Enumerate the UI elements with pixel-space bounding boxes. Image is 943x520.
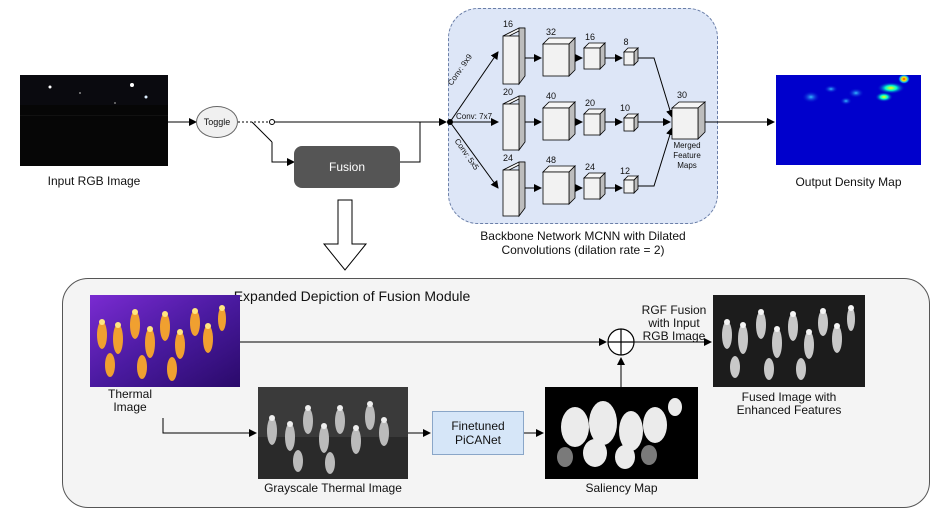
thermal-label-line1: Thermal	[107, 387, 152, 401]
expand-down-arrow	[322, 199, 368, 271]
top-connections	[168, 27, 775, 271]
b1-ch4: 8	[623, 37, 629, 47]
branch2-cubes	[502, 95, 639, 152]
output-density-map	[776, 75, 921, 165]
fused-texture	[713, 295, 865, 387]
b3-ch1: 24	[502, 153, 513, 163]
saliency-label: Saliency Map	[585, 481, 658, 495]
toggle-node[interactable]: Toggle	[196, 106, 238, 138]
rgf-label-line2: with Input	[648, 316, 700, 330]
fusion-plus-operator	[607, 328, 635, 356]
backbone-caption-line2: Convolutions (dilation rate = 2)	[501, 243, 665, 257]
picanet-line2: PiCANet	[454, 433, 501, 447]
density-map-texture	[776, 75, 921, 165]
b1-ch2: 32	[545, 27, 556, 37]
thermal-image	[90, 295, 240, 387]
backbone-caption-line1: Backbone Network MCNN with Dilated	[480, 229, 686, 243]
merged-label-line2: Feature	[673, 151, 701, 160]
b2-ch4: 10	[619, 103, 630, 113]
fusion-block[interactable]: Fusion	[294, 146, 400, 188]
merged-feature-cube	[670, 101, 707, 140]
b1-ch1: 16	[502, 19, 513, 29]
fused-image	[713, 295, 865, 387]
fused-label-line1: Fused Image with	[741, 390, 837, 404]
saliency-map-image	[545, 387, 698, 479]
b3-ch3: 24	[584, 162, 595, 172]
conv-label-7x7: Conv: 7x7	[456, 112, 493, 121]
merged-label-line1: Merged	[673, 141, 701, 150]
branch1-cubes	[502, 27, 639, 86]
b2-ch2: 40	[545, 91, 556, 101]
grayscale-label: Grayscale Thermal Image	[264, 481, 402, 495]
rgf-label-line1: RGF Fusion	[641, 303, 707, 317]
input-rgb-image	[20, 75, 168, 166]
b2-ch1: 20	[502, 87, 513, 97]
saliency-texture	[545, 387, 698, 479]
branch3-cubes	[502, 161, 639, 218]
fused-label-line2: Enhanced Features	[736, 403, 842, 417]
merged-channels: 30	[676, 90, 687, 100]
merged-label-line3: Maps	[677, 161, 697, 170]
fusion-label: Fusion	[328, 160, 366, 174]
thermal-label-line2: Image	[113, 400, 147, 414]
input-rgb-image-texture	[20, 75, 168, 166]
bottom-connections	[162, 328, 712, 437]
grayscale-thermal-image	[258, 387, 408, 479]
b3-ch2: 48	[545, 155, 556, 165]
picanet-line1: Finetuned	[451, 419, 505, 433]
toggle-label: Toggle	[203, 117, 231, 127]
b1-ch3: 16	[584, 32, 595, 42]
picanet-block[interactable]: Finetuned PiCANet	[432, 411, 524, 455]
output-density-label: Output Density Map	[795, 175, 902, 189]
thermal-image-texture	[90, 295, 240, 387]
b2-ch3: 20	[584, 98, 595, 108]
input-rgb-label: Input RGB Image	[47, 174, 141, 188]
grayscale-texture	[258, 387, 408, 479]
fusion-module-title: Expanded Depiction of Fusion Module	[233, 288, 471, 304]
rgf-label-line3: RGB Image	[642, 329, 706, 343]
b3-ch4: 12	[619, 166, 630, 176]
